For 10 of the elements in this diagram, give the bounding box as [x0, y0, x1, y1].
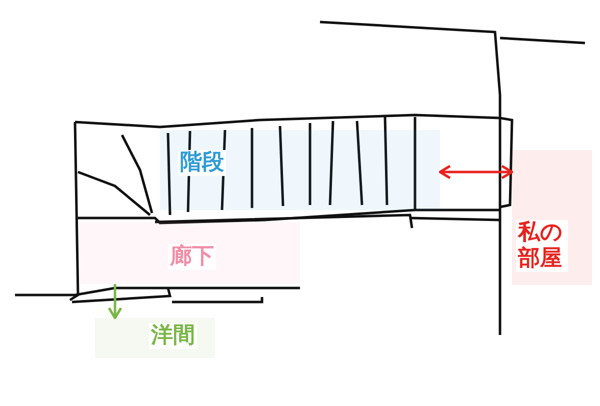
- arrow: [108, 284, 122, 320]
- room-label: 私の部屋: [516, 220, 568, 272]
- room-label: 階段: [178, 150, 226, 176]
- room-label: 廊下: [168, 244, 216, 270]
- room-area: [512, 150, 592, 285]
- stairs-area: [160, 130, 440, 210]
- room-label: 洋間: [149, 323, 197, 349]
- arrow: [438, 164, 514, 180]
- room-area: [95, 318, 215, 358]
- corridor-area: [80, 222, 300, 284]
